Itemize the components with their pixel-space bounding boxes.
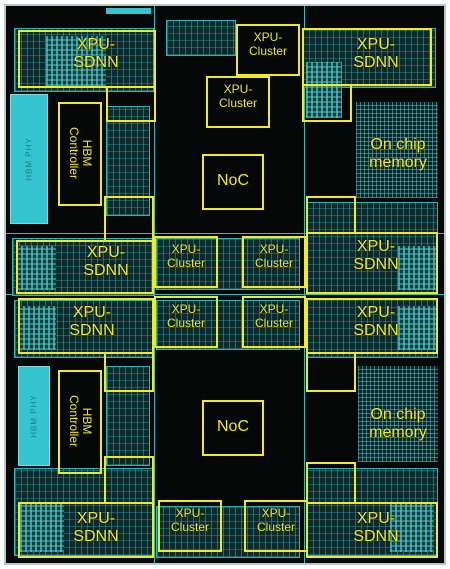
xpu-sdnn-label: XPU-SDNN [46,510,146,546]
xpu-sdnn-lower-right-outline [306,352,356,392]
xpu-sdnn-label: XPU-SDNN [326,304,426,340]
xpu-sdnn-label: XPU-SDNN [56,244,156,280]
hbm-phy-strip-bottom: HBM PHY [18,366,50,466]
circuit-block [166,20,236,56]
xpu-sdnn-top-left-outline [106,86,156,122]
xpu-sdnn-mid-right-outline [306,196,356,234]
chip-die: HBM PHY HBM PHY XPU-SDNN XPU-Cluster XPU… [4,4,446,565]
xpu-sdnn-lower-left-outline [104,352,154,392]
xpu-sdnn-label: XPU-SDNN [326,238,426,274]
xpu-sdnn-label: XPU-SDNN [46,36,146,72]
xpu-cluster-label: XPU-Cluster [244,506,308,534]
xpu-cluster-label: XPU-Cluster [158,506,222,534]
noc-label: NoC [202,418,264,436]
top-io-strip [106,8,151,14]
xpu-sdnn-bottom-left-outline [104,456,154,504]
xpu-cluster-label: XPU-Cluster [242,302,306,330]
on-chip-memory-label: On chipmemory [350,136,446,172]
noc-label: NoC [202,172,264,190]
hbm-controller-label: HBMController [67,371,93,471]
xpu-cluster-label: XPU-Cluster [206,82,270,110]
xpu-cluster-label: XPU-Cluster [242,242,306,270]
xpu-sdnn-top-right-outline [302,84,352,122]
xpu-sdnn-bottom-right-outline [306,462,356,504]
xpu-cluster-label: XPU-Cluster [236,30,300,58]
hbm-phy-strip-top: HBM PHY [10,94,48,224]
xpu-cluster-label: XPU-Cluster [154,302,218,330]
xpu-sdnn-mid-left-outline [104,196,154,242]
on-chip-memory-label: On chipmemory [350,406,446,442]
xpu-sdnn-label: XPU-SDNN [326,510,426,546]
xpu-sdnn-label: XPU-SDNN [326,36,426,72]
xpu-cluster-label: XPU-Cluster [154,242,218,270]
xpu-sdnn-label: XPU-SDNN [42,304,142,340]
hbm-controller-label: HBMController [67,103,93,203]
